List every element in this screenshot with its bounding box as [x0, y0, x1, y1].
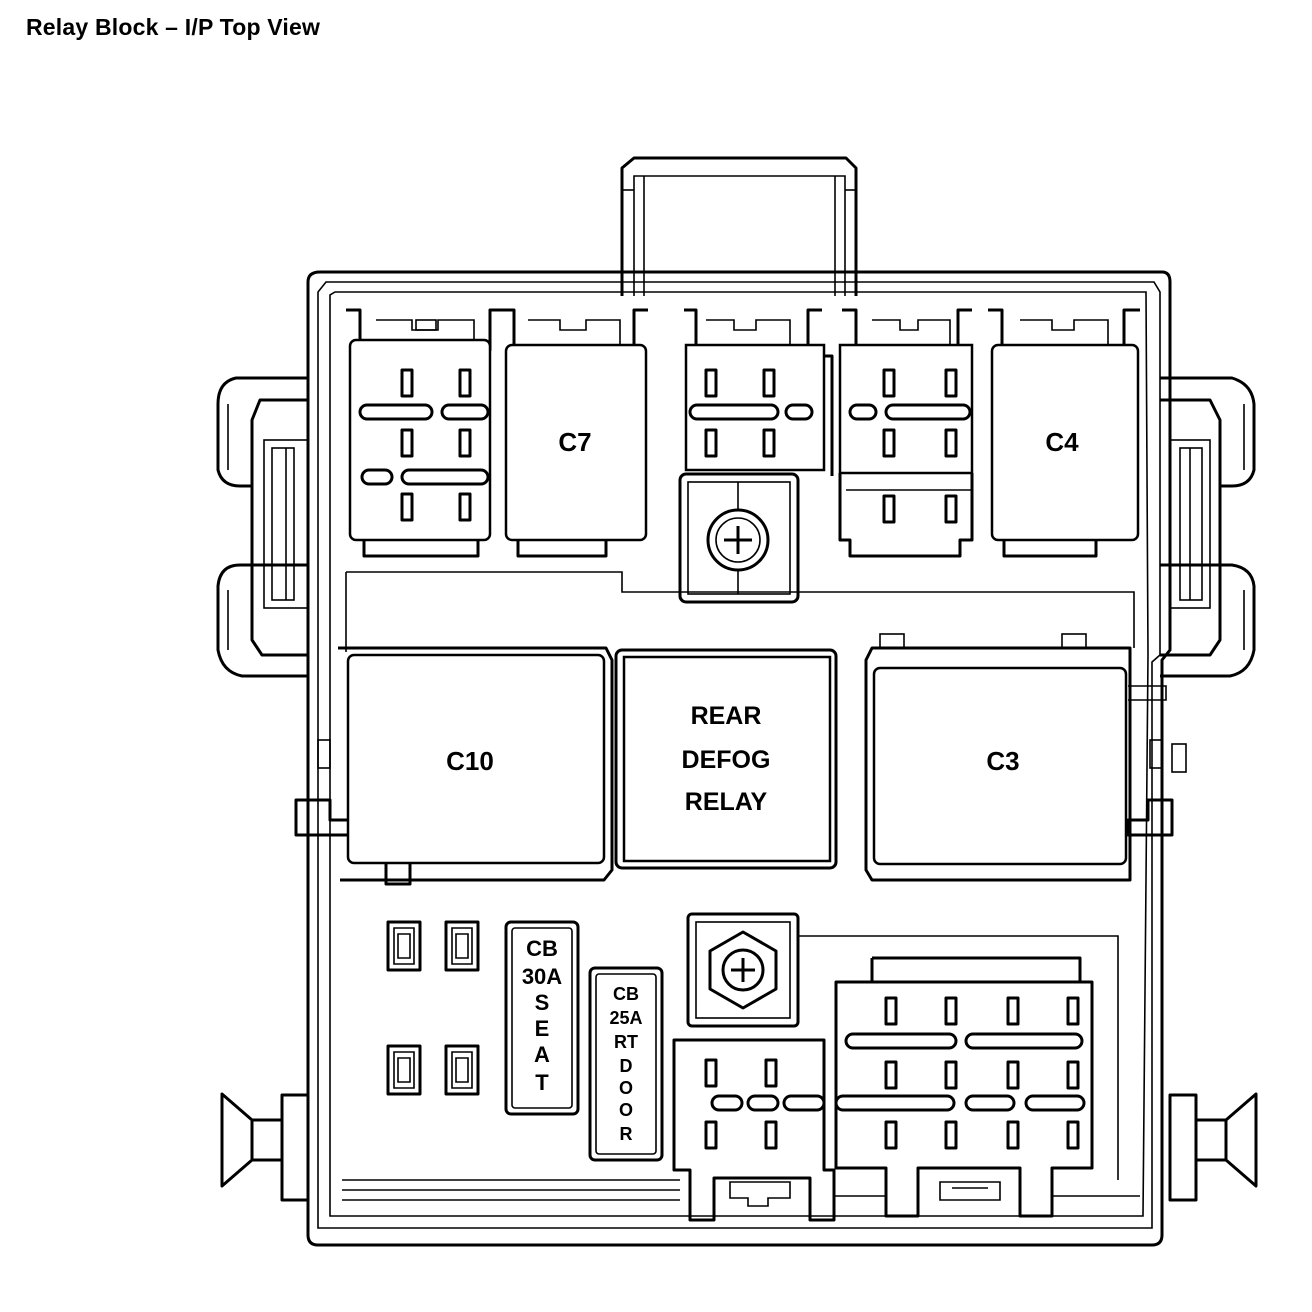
rear-defog-relay-line3: RELAY [685, 788, 768, 816]
circuit-breaker-seat: CB 30A S E A T [504, 920, 580, 1116]
cb-seat-line1: CB [526, 936, 558, 961]
connector-c7-label: C7 [558, 427, 591, 457]
circuit-breaker-rt-door: CB 25A RT D O O R [588, 966, 664, 1162]
connector-center-top [684, 308, 834, 476]
cb-rt-door-line5: O [619, 1078, 633, 1098]
rear-defog-relay-line2: DEFOG [682, 746, 771, 774]
diagram-title: Relay Block – I/P Top View [26, 14, 321, 40]
cb-rt-door-line6: O [619, 1100, 633, 1120]
relay-block-housing [216, 156, 1258, 1247]
connector-c10: C10 [338, 646, 614, 886]
connector-c3-label: C3 [986, 746, 1019, 776]
connector-c7: C7 [502, 308, 648, 558]
connector-bottom-center [672, 1038, 836, 1222]
rear-defog-relay: REAR DEFOG RELAY [614, 648, 838, 870]
connector-c3: C3 [864, 633, 1132, 882]
rear-defog-relay-line1: REAR [691, 702, 762, 730]
cb-seat-line6: T [535, 1070, 549, 1095]
connector-c4-label: C4 [1045, 427, 1079, 457]
stud-top [678, 472, 800, 604]
connector-c10-label: C10 [446, 746, 494, 776]
connector-top-left [346, 308, 502, 558]
cb-seat-line5: A [534, 1042, 550, 1067]
stud-bottom [686, 912, 1119, 1180]
cb-seat-line3: S [535, 990, 550, 1015]
cb-rt-door-line4: D [620, 1056, 633, 1076]
cb-rt-door-line2: 25A [609, 1008, 642, 1028]
cb-rt-door-line7: R [620, 1124, 633, 1144]
cb-seat-line2: 30A [522, 964, 562, 989]
connector-bottom-right [834, 956, 1094, 1218]
housing-divider [345, 571, 1135, 652]
connector-c4: C4 [988, 308, 1140, 558]
fuse-terminals [386, 920, 480, 1096]
connector-right-of-center [838, 308, 974, 558]
cb-rt-door-line3: RT [614, 1032, 638, 1052]
cb-seat-line4: E [535, 1016, 550, 1041]
housing-bottom-rail [342, 1179, 1140, 1201]
cb-rt-door-line1: CB [613, 984, 639, 1004]
